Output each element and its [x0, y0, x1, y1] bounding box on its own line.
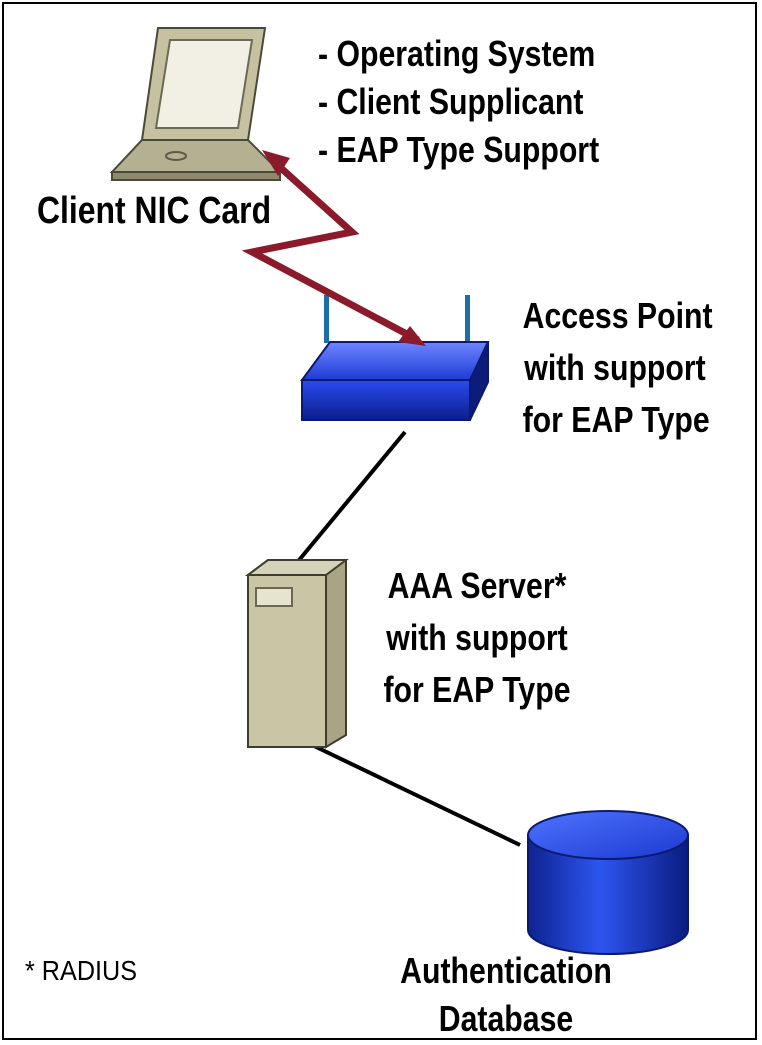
aaa-server-label: AAA Server* with support for EAP Type [372, 560, 582, 716]
access-point-label-line: for EAP Type [522, 399, 710, 440]
access-point-label: Access Point with support for EAP Type [522, 290, 713, 446]
aaa-server-label-line: for EAP Type [383, 669, 571, 710]
laptop-icon [109, 27, 283, 181]
aaa-server-label-line: with support [386, 617, 568, 658]
access-point-icon [300, 295, 490, 421]
access-point-label-line: Access Point [522, 295, 713, 336]
client-requirements-list: - Operating System - Client Supplicant -… [318, 30, 599, 174]
database-icon [527, 810, 689, 955]
auth-database-label-line: Authentication [400, 950, 612, 991]
server-database-link [311, 743, 521, 847]
auth-database-label: Authentication Database [388, 947, 623, 1043]
requirement-item: - Operating System [318, 33, 596, 74]
requirement-item: - EAP Type Support [318, 129, 600, 170]
requirement-item: - Client Supplicant [318, 81, 584, 122]
wireless-link-arrow [241, 150, 426, 346]
access-point-label-line: with support [524, 347, 706, 388]
ap-server-link [293, 430, 407, 567]
server-icon [245, 559, 349, 749]
client-nic-label: Client NIC Card [37, 190, 272, 232]
radius-footnote: * RADIUS [25, 955, 138, 986]
auth-database-label-line: Database [438, 998, 574, 1039]
aaa-server-label-line: AAA Server* [387, 565, 567, 606]
